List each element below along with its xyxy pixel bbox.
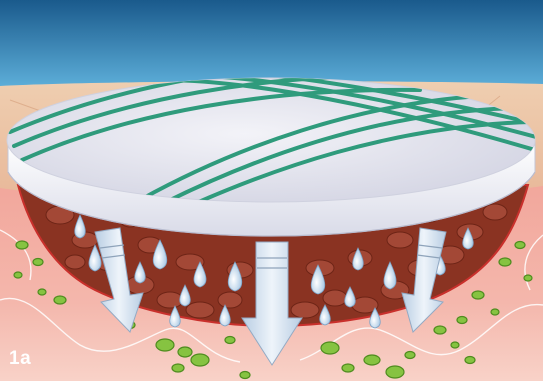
green-bubble-icon [178, 347, 192, 357]
panel-label: 1a [9, 348, 31, 370]
green-bubble-icon [524, 275, 532, 281]
green-bubble-icon [14, 272, 22, 278]
green-bubble-icon [451, 342, 459, 348]
green-bubble-icon [172, 364, 184, 372]
green-bubble-icon [54, 296, 66, 304]
green-bubble-icon [321, 342, 339, 354]
green-bubble-icon [364, 355, 380, 365]
green-bubble-icon [465, 357, 475, 364]
green-bubble-icon [499, 258, 511, 266]
green-bubble-icon [16, 241, 28, 249]
green-bubble-icon [491, 309, 499, 315]
green-bubble-icon [515, 242, 525, 249]
green-bubble-icon [405, 352, 415, 359]
green-bubble-icon [33, 259, 43, 266]
green-bubble-icon [38, 289, 46, 295]
green-bubble-icon [225, 337, 235, 344]
green-bubble-icon [434, 326, 446, 334]
green-bubble-icon [342, 364, 354, 372]
green-bubble-icon [386, 366, 404, 378]
green-bubble-icon [472, 291, 484, 299]
green-bubble-icon [240, 372, 250, 379]
green-bubble-icon [156, 339, 174, 351]
green-bubble-icon [191, 354, 209, 366]
green-bubble-icon [457, 317, 467, 324]
